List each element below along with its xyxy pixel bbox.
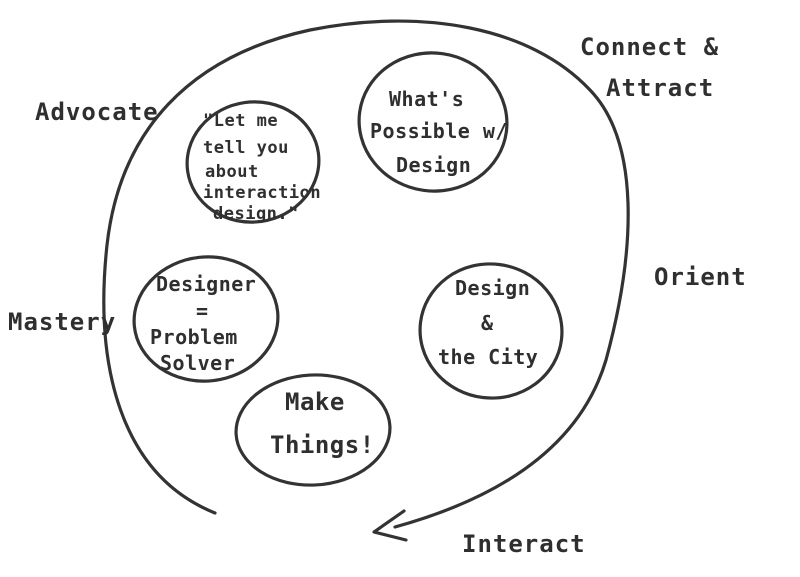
attract-label: Attract xyxy=(606,74,714,102)
bubble-line: & xyxy=(481,311,494,335)
bubble-line: about xyxy=(205,162,259,182)
bubble-outline-designer-problem-solver xyxy=(132,255,280,383)
bubble-line: Make xyxy=(285,388,345,416)
bubble-line: Design xyxy=(396,153,471,177)
bubble-line: "Let me xyxy=(203,111,278,131)
bubble-line: tell you xyxy=(203,138,289,158)
interact-label: Interact xyxy=(462,530,586,558)
bubble-designer-problem-solver: Designer = Problem Solver xyxy=(150,272,256,375)
bubble-outline-let-me-tell-you xyxy=(185,100,321,224)
bubble-whats-possible: What's Possible w/ Design xyxy=(370,87,508,177)
bubble-outline-whats-possible xyxy=(357,51,509,193)
bubble-line: = xyxy=(196,299,209,323)
bubble-line: Things! xyxy=(270,431,375,459)
bubble-make-things: Make Things! xyxy=(270,388,375,459)
bubble-let-me-tell-you: "Let me tell you about interaction desig… xyxy=(203,111,321,224)
orient-label: Orient xyxy=(654,263,747,291)
bubble-outline-design-city xyxy=(418,262,564,400)
bubble-line: the City xyxy=(438,345,538,369)
bubble-line: Possible w/ xyxy=(370,119,508,143)
bubble-line: Problem xyxy=(150,325,238,349)
bubble-line: Design xyxy=(455,276,530,300)
bubble-line: design." xyxy=(213,204,299,224)
mastery-label: Mastery xyxy=(8,308,116,336)
bubble-outline-make-things xyxy=(234,373,392,487)
connect-label: Connect & xyxy=(580,33,719,61)
bubble-line: interaction xyxy=(203,183,321,203)
advocate-label: Advocate xyxy=(35,98,159,126)
cycle-arc xyxy=(102,19,630,529)
bubble-line: Designer xyxy=(156,272,256,296)
bubble-line: Solver xyxy=(160,351,235,375)
bubble-line: What's xyxy=(389,87,464,111)
cycle-arrowhead xyxy=(372,509,408,542)
bubble-design-city: Design & the City xyxy=(438,276,538,369)
